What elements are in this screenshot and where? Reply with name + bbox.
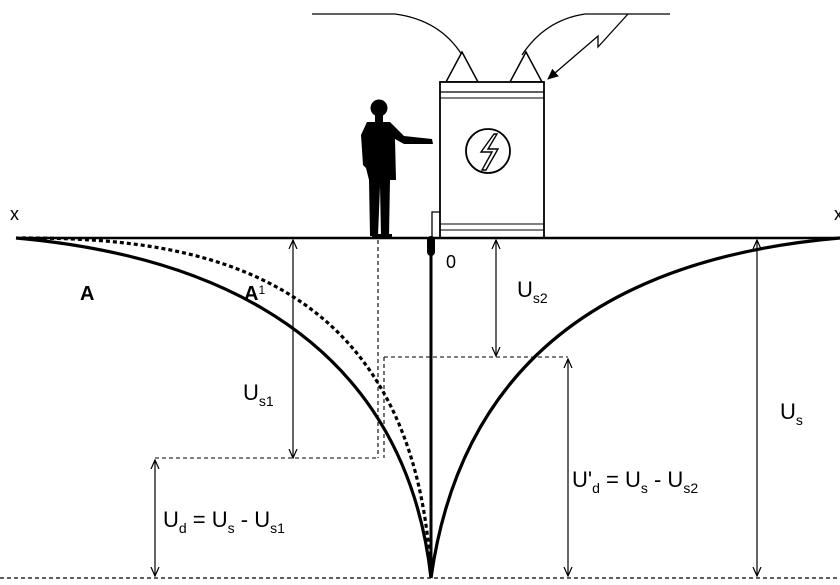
us1-label: Us1 [243,380,274,409]
origin-label: 0 [446,252,456,272]
overhead-conductor-left [312,13,463,56]
projection-lines [155,240,568,459]
ground-connection-wire [431,211,440,238]
lightning-strike-icon [547,13,629,80]
overhead-conductor-right [521,13,670,56]
insulator-right-icon [508,50,544,83]
curve-a-label: A [80,283,94,305]
us2-label: Us2 [517,277,548,306]
ud-prime-equation: U'd = Us - Us2 [572,467,698,496]
potential-curve-right [429,236,840,579]
ground-electrode [427,236,435,256]
curve-a1-label: A1 [244,283,265,305]
potential-curve-a1 [21,236,433,579]
ud-equation: Ud = Us - Us1 [163,507,285,536]
person-silhouette-icon [361,99,433,238]
axis-label-left: x [10,204,19,224]
axis-label-right: x [834,204,840,224]
us-label: Us [780,399,803,428]
insulator-left-icon [444,50,480,83]
transformer-station-icon [439,81,545,239]
potential-curve-a [15,236,433,579]
